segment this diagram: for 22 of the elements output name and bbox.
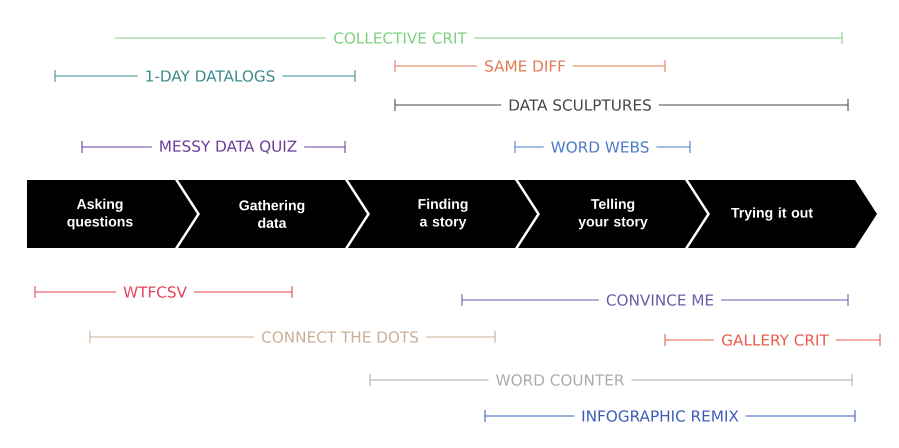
- node-label: Asking questions: [67, 198, 133, 230]
- range-bar: WORD WEBS: [514, 140, 691, 154]
- node-label: Telling your story: [578, 198, 648, 230]
- range-bar: WTFCSV: [34, 285, 293, 299]
- range-bar: 1-DAY DATALOGS: [54, 69, 356, 83]
- range-bar: GALLERY CRIT: [664, 333, 881, 347]
- chevron-step: Trying it out: [688, 180, 878, 248]
- chevron-step: Asking questions: [27, 180, 197, 248]
- range-bar: CONVINCE ME: [461, 293, 849, 307]
- range-bar: CONNECT THE DOTS: [89, 330, 496, 344]
- range-bar: DATA SCULPTURES: [394, 98, 849, 112]
- node-label: Trying it out: [731, 207, 813, 221]
- range-bar: MESSY DATA QUIZ: [81, 139, 346, 155]
- chevron-step: Gathering data: [178, 180, 367, 248]
- chevron-step: Finding a story: [348, 180, 537, 248]
- range-bar: WORD COUNTER: [369, 373, 853, 387]
- range-bar: INFOGRAPHIC REMIX: [484, 409, 856, 423]
- chevron-step: Telling your story: [518, 180, 707, 248]
- range-bar: COLLECTIVE CRIT: [114, 31, 843, 45]
- node-label: Gathering data: [239, 200, 304, 228]
- node-label: Finding a story: [418, 198, 468, 230]
- range-bar: SAME DIFF: [394, 59, 666, 73]
